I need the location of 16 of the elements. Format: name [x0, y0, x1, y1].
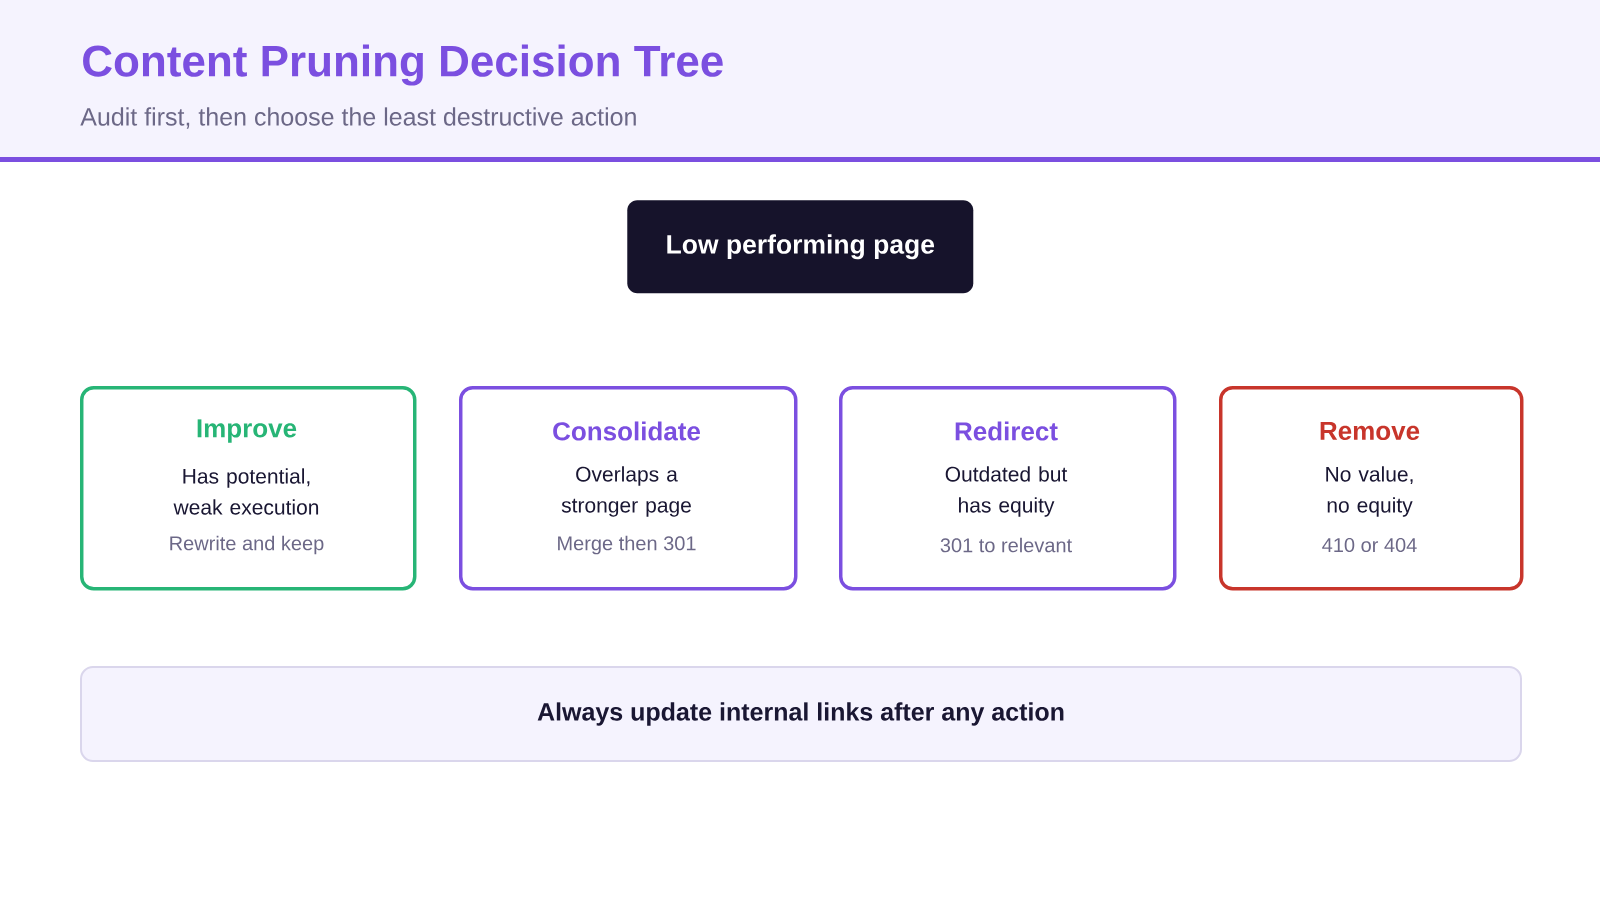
card-heading: Consolidate: [553, 421, 700, 441]
card-description: No value, no equity: [1326, 466, 1413, 517]
card-description: Has potential, weak execution: [173, 468, 319, 515]
card-note: 301 to relevant: [940, 537, 1072, 553]
card-heading: Redirect: [955, 421, 1058, 441]
card-description: Outdated but has equity: [945, 466, 1068, 517]
card-description: Overlaps a stronger page: [561, 466, 691, 517]
note-banner: Always update internal links after any action: [80, 666, 1522, 762]
start-box: Low performing page: [627, 200, 974, 294]
card-note: Merge then 301: [558, 535, 696, 555]
title: Content Pruning Decision Tree: [83, 44, 723, 86]
card-note: Rewrite and keep: [170, 535, 324, 555]
card-note: 410 or 404: [1322, 537, 1417, 553]
card-heading: Remove: [1320, 421, 1420, 441]
subtitle: Audit first, then choose the least destructive action: [80, 107, 636, 129]
card-heading: Improve: [197, 419, 297, 443]
